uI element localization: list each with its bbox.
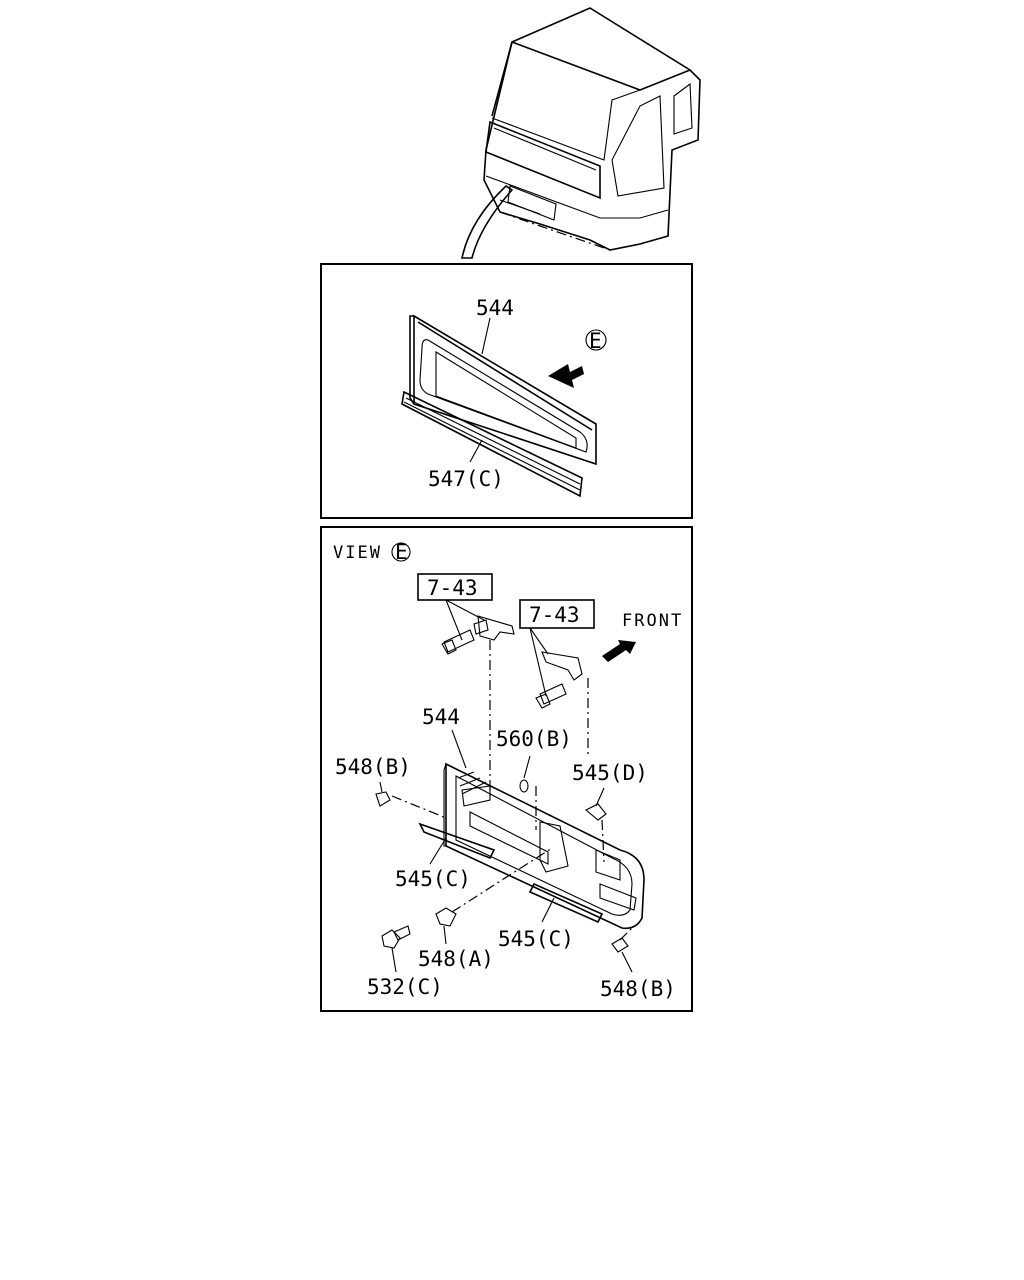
dash-548b-right xyxy=(619,925,635,941)
leader-548b-right xyxy=(621,951,633,973)
view-label: VIEW xyxy=(333,543,382,563)
ref-box-left xyxy=(417,573,493,601)
bolt-532c xyxy=(381,925,411,949)
label-545d: 545(D) xyxy=(572,761,648,785)
view-direction-arrow xyxy=(548,364,584,388)
label-545c-left: 545(C) xyxy=(395,867,471,891)
label-548b-left: 548(B) xyxy=(335,755,411,779)
clip-548b-right xyxy=(611,937,629,953)
label-532c: 532(C) xyxy=(367,975,443,999)
leader-560b xyxy=(523,755,531,779)
leader-ref-left-a xyxy=(445,599,463,641)
leader-ref-right-b xyxy=(529,627,547,697)
dash-548b-left xyxy=(391,795,447,819)
strip-545c-left xyxy=(418,822,496,860)
clip-548a xyxy=(435,907,457,927)
leader-547c-upper xyxy=(469,439,483,463)
leader-545d xyxy=(595,787,605,807)
bracket-right xyxy=(535,651,583,709)
leader-544-lower xyxy=(451,729,467,769)
grille-544-lower xyxy=(443,762,645,930)
bracket-left xyxy=(441,615,515,655)
strip-547c-upper xyxy=(401,390,583,498)
label-545c-right: 545(C) xyxy=(498,927,574,951)
upper-detail-frame xyxy=(320,263,693,519)
view-marker-letter: E xyxy=(395,540,408,564)
leader-ref-right-a xyxy=(529,627,549,655)
leader-548a xyxy=(443,925,447,945)
view-marker-letter-upper: E xyxy=(589,329,602,353)
leader-532c xyxy=(391,947,397,973)
view-marker-circle-lower xyxy=(391,542,411,562)
label-548a: 548(A) xyxy=(418,947,494,971)
view-marker-circle xyxy=(585,329,607,351)
label-548b-right: 548(B) xyxy=(600,977,676,1001)
truck-cab-illustration xyxy=(461,7,701,259)
strip-545c-right xyxy=(528,882,604,924)
grommet-560b xyxy=(519,779,529,793)
leader-545c-left xyxy=(429,837,447,865)
grille-544-upper xyxy=(409,314,597,466)
leader-544-upper xyxy=(481,317,491,355)
ref-label-right: 7-43 xyxy=(529,603,580,627)
label-547c-upper: 547(C) xyxy=(428,467,504,491)
ref-box-right xyxy=(519,599,595,629)
leader-548b-left xyxy=(379,781,383,793)
ref-label-left: 7-43 xyxy=(427,576,478,600)
front-label: FRONT xyxy=(622,611,683,631)
dash-545d xyxy=(601,819,605,863)
front-arrow xyxy=(602,640,636,662)
label-544-lower: 544 xyxy=(422,705,460,729)
leader-545c-right xyxy=(541,897,555,923)
label-544-upper: 544 xyxy=(476,296,514,320)
clip-548b-left xyxy=(375,791,391,807)
clip-545d xyxy=(585,803,607,821)
leader-ref-left-b xyxy=(445,599,485,621)
lower-detail-frame xyxy=(320,526,693,1012)
label-560b: 560(B) xyxy=(496,727,572,751)
